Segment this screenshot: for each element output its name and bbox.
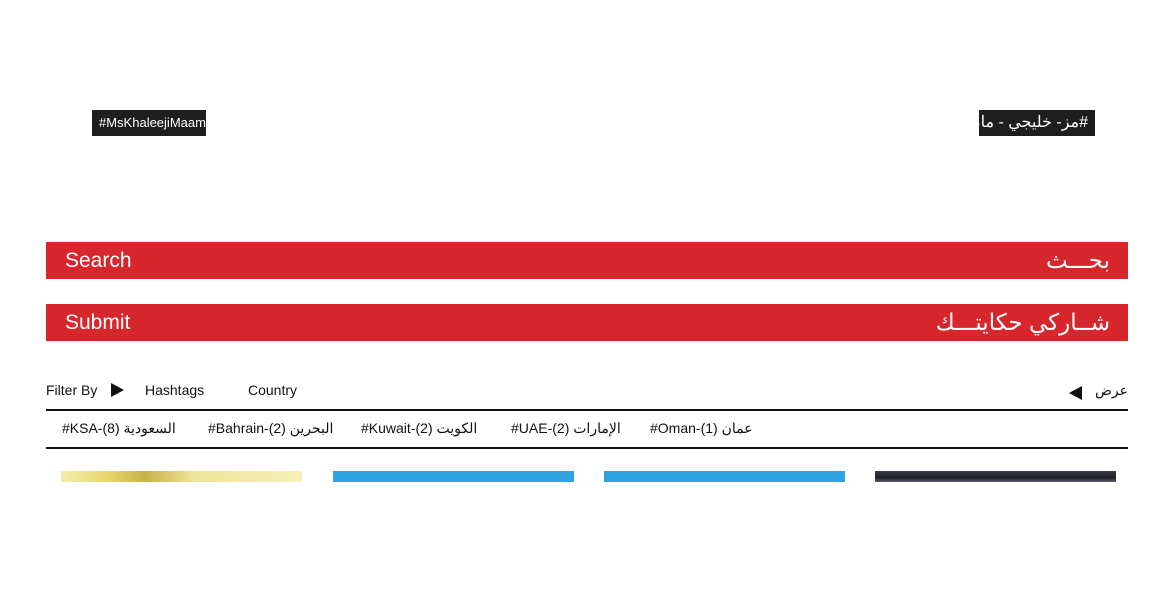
story-thumbnail[interactable] xyxy=(61,471,302,482)
search-bar-button[interactable]: Search بحـــث xyxy=(46,242,1128,279)
hashtag-item-ksa[interactable]: #KSA-السعودية (8) xyxy=(62,420,176,436)
search-label-english: Search xyxy=(65,249,132,272)
hashtag-badge-english[interactable]: #MsKhaleejiMaam xyxy=(92,110,206,136)
divider-top xyxy=(46,409,1128,411)
filter-row: Filter By Hashtags Country عرض xyxy=(46,378,1128,404)
filter-option-country[interactable]: Country xyxy=(248,382,298,398)
hashtag-item-kuwait[interactable]: #Kuwait-الكويت (2) xyxy=(361,420,478,436)
hashtag-item-bahrain[interactable]: #Bahrain-البحرين (2) xyxy=(208,420,334,436)
play-arrow-right-icon[interactable] xyxy=(111,383,124,397)
story-thumbnail[interactable] xyxy=(333,471,574,482)
view-label-arabic: عرض xyxy=(1094,382,1128,398)
search-label-arabic: بحـــث xyxy=(1045,247,1110,273)
hashtag-badge-arabic[interactable]: #مز- خليجي - مام xyxy=(971,110,1095,136)
divider-bottom xyxy=(46,447,1128,449)
submit-label-english: Submit xyxy=(65,311,131,334)
submit-label-arabic: شــاركي حكايتـــك xyxy=(935,309,1110,335)
filter-option-hashtags[interactable]: Hashtags xyxy=(145,382,205,398)
submit-bar-button[interactable]: Submit شــاركي حكايتـــك xyxy=(46,304,1128,341)
story-thumbnail[interactable] xyxy=(604,471,845,482)
hashtag-item-uae[interactable]: #UAE-الإمارات (2) xyxy=(511,420,621,436)
hashtag-item-oman[interactable]: #Oman-عمان (1) xyxy=(650,420,753,436)
story-thumbnail[interactable] xyxy=(875,471,1116,482)
play-arrow-left-icon[interactable] xyxy=(1069,386,1082,400)
filter-by-label: Filter By xyxy=(46,382,98,398)
